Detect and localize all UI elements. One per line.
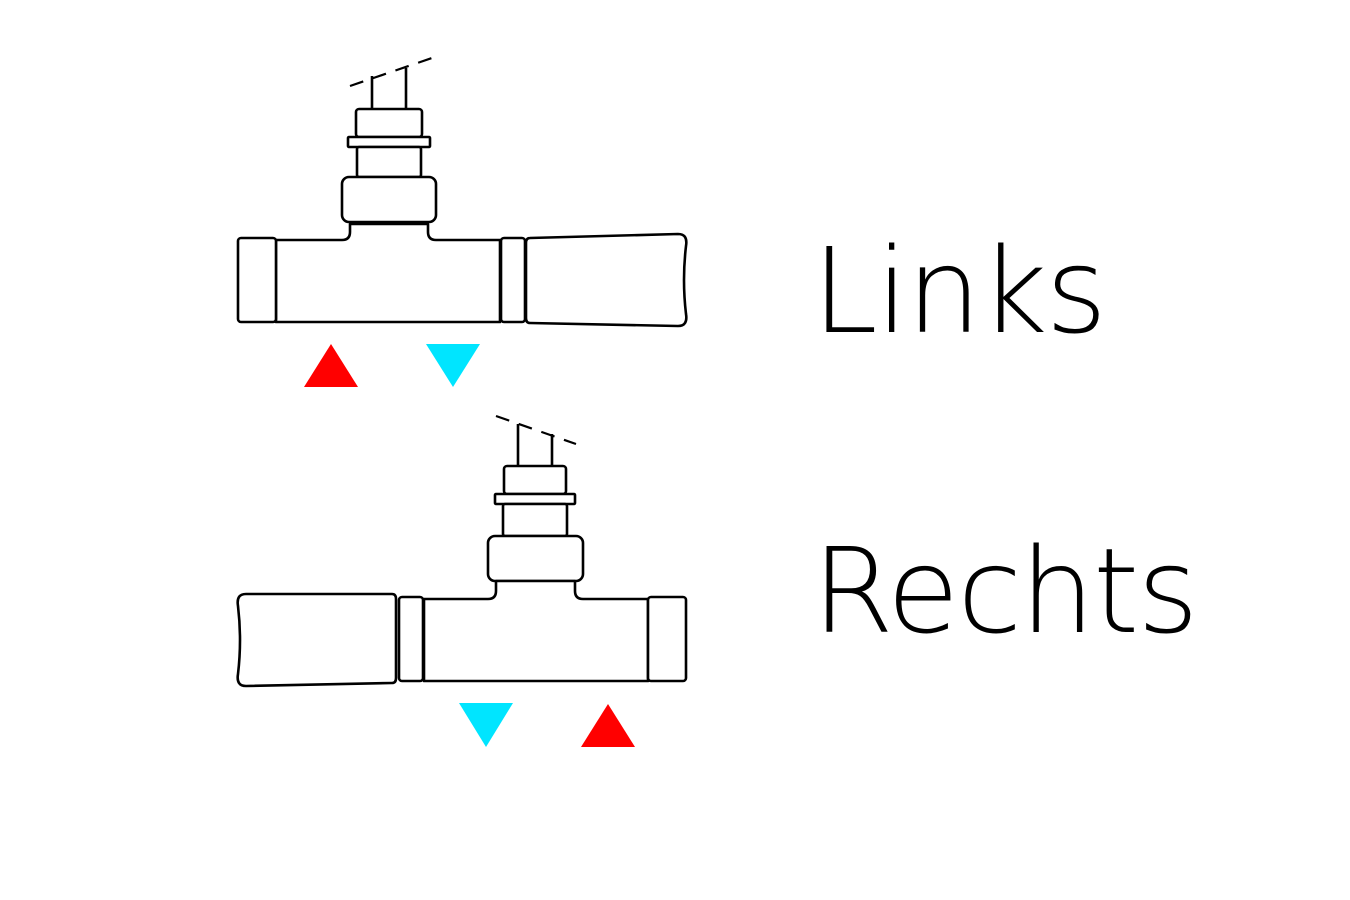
valve-rechts-ring [397, 595, 425, 683]
valve-links-body [274, 222, 502, 324]
valve-rechts-dash-line [495, 414, 577, 446]
valve-links-cap [354, 107, 424, 139]
valve-rechts-nut [486, 534, 585, 583]
valve-links-nut [340, 175, 438, 224]
valve-links-ring [499, 236, 527, 324]
hot-arrow-up-icon [304, 344, 358, 387]
valve-rechts-handle [236, 592, 398, 688]
valve-rechts [236, 414, 688, 747]
valve-rechts-end-cap [646, 595, 688, 683]
valve-links-end-cap [236, 236, 278, 324]
valve-rechts-neck [501, 502, 569, 538]
label-rechts: Rechts [812, 522, 1199, 660]
valve-links-dash-line [349, 56, 433, 88]
valve-links-handle [524, 232, 688, 328]
valve-rechts-cap [502, 464, 568, 496]
cold-arrow-down-icon [459, 703, 513, 747]
valve-rechts-wire [516, 424, 554, 467]
valve-links-flange [346, 135, 432, 149]
cold-arrow-down-icon [426, 344, 480, 387]
valve-rechts-body [422, 579, 650, 683]
valve-links [236, 56, 688, 387]
hot-arrow-up-icon [581, 704, 635, 747]
valve-links-wire [370, 68, 408, 110]
valve-rechts-flange [493, 492, 577, 506]
valve-links-neck [355, 145, 423, 179]
label-links: Links [812, 222, 1107, 360]
